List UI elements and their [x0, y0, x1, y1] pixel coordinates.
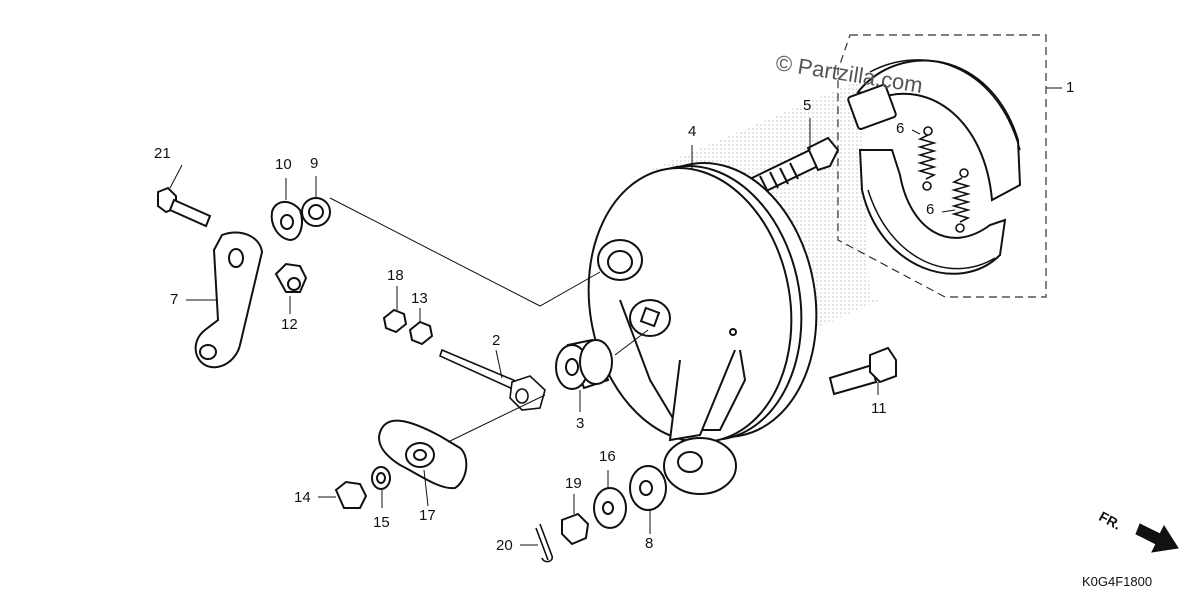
- callout-19: 19: [565, 475, 582, 492]
- callout-4: 4: [688, 123, 697, 140]
- callout-9: 9: [310, 155, 319, 172]
- callout-10: 10: [275, 156, 292, 173]
- callout-18: 18: [387, 267, 404, 284]
- callout-15: 15: [373, 514, 390, 531]
- nut-14: [334, 480, 368, 509]
- brake-shoe-upper: [847, 59, 1022, 202]
- callout-6b: 6: [926, 201, 935, 218]
- washer-16: [593, 487, 627, 529]
- callout-16: 16: [599, 448, 616, 465]
- leader-lines: [169, 118, 956, 546]
- brake-shoe-lower: [858, 149, 1007, 275]
- callout-1: 1: [1066, 79, 1075, 96]
- diagram-code: K0G4F1800: [1082, 574, 1153, 589]
- nut-13: [408, 320, 434, 346]
- callout-11: 11: [871, 400, 887, 417]
- nut-12: [274, 262, 308, 293]
- callout-6a: 6: [896, 120, 905, 137]
- callout-12: 12: [281, 316, 298, 333]
- callout-13: 13: [411, 290, 428, 307]
- nut-18: [382, 308, 408, 334]
- washer-9: [301, 197, 331, 227]
- callout-2: 2: [492, 332, 501, 349]
- adjust-bolt-2: [439, 348, 546, 411]
- callout-21: 21: [154, 145, 171, 162]
- spring-6b: [951, 168, 971, 233]
- front-arrow-icon: [1135, 523, 1179, 553]
- washer-8: [629, 465, 667, 511]
- callout-17: 17: [419, 507, 436, 524]
- brake-arm-7: [194, 231, 264, 369]
- bolt-11: [828, 346, 897, 396]
- callout-7: 7: [170, 291, 179, 308]
- plate-17: [378, 419, 468, 490]
- collar-19: [561, 512, 590, 546]
- washer-10: [270, 201, 303, 242]
- callout-20: 20: [496, 537, 513, 554]
- cotter-pin-20: [535, 523, 554, 563]
- callout-8: 8: [645, 535, 654, 552]
- bolt-21: [157, 186, 212, 228]
- collar-3: [555, 338, 613, 390]
- callout-3: 3: [576, 415, 585, 432]
- callout-5: 5: [803, 97, 812, 114]
- washer-15: [371, 466, 391, 490]
- brake-panel: [587, 161, 818, 495]
- spring-6a: [917, 126, 937, 191]
- callout-14: 14: [294, 489, 311, 506]
- shoe-assembly-box: [837, 34, 1047, 298]
